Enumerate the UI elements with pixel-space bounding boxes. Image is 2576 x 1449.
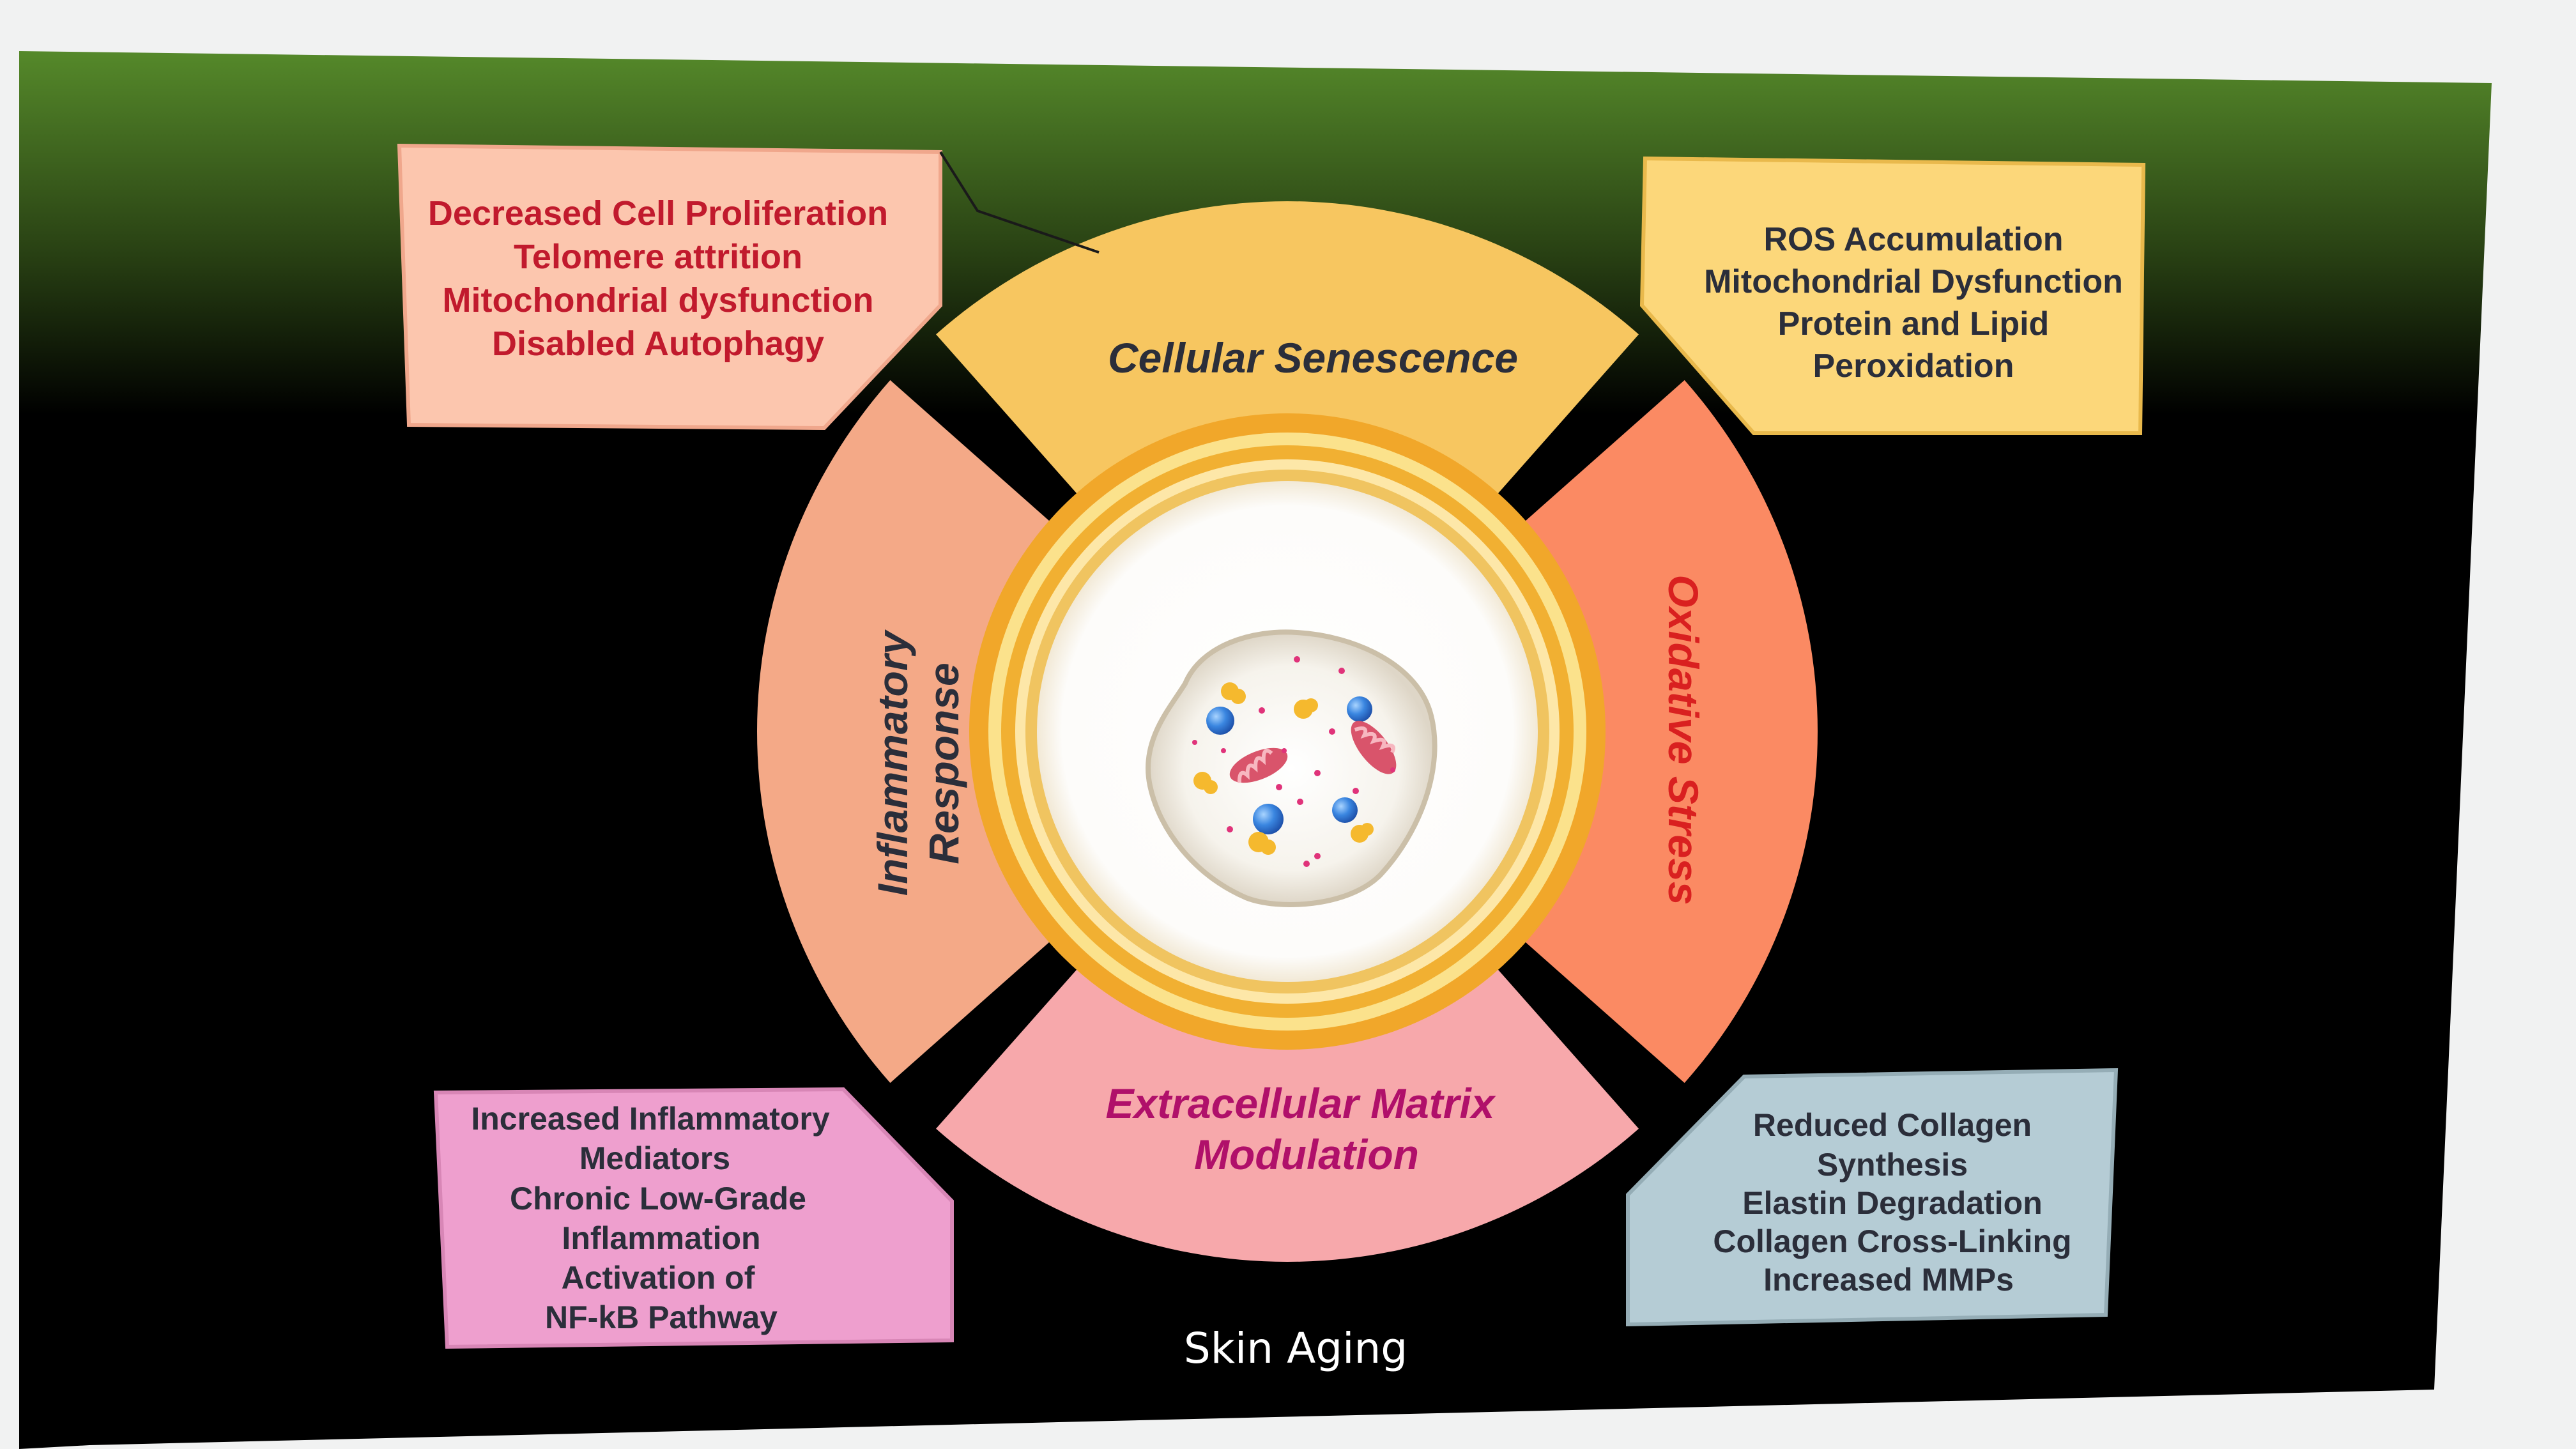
- segment-cellular-senescence: [936, 201, 1639, 502]
- organelle-blue-3: [1253, 804, 1284, 834]
- callout-bottom-left-shape: [433, 1087, 954, 1349]
- callout-top-left-line-2: Telomere attrition: [514, 238, 802, 276]
- callout-top-right-shape: [1639, 156, 2146, 435]
- inflammatory-label-line-1: Inflammatory: [869, 629, 916, 896]
- callout-bottom-right-line-4: Collagen Cross-Linking: [1713, 1223, 2071, 1259]
- callout-bottom-left-line-4: Inflammation: [562, 1220, 760, 1256]
- segment-label-extracellular-matrix: Extracellular Matrix Modulation: [1106, 1080, 1496, 1178]
- callout-bottom-left-line-3: Chronic Low-Grade: [510, 1181, 806, 1216]
- mitochondrion-1: [1229, 747, 1288, 783]
- organelle-blue-4: [1332, 797, 1358, 823]
- wheel: [757, 201, 1818, 1262]
- callout-top-right-line-3: Protein and Lipid: [1778, 305, 2050, 342]
- diagram-caption: Skin Aging: [1184, 1324, 1407, 1373]
- segment-inflammatory-response: [757, 380, 1058, 1083]
- segment-label-cellular-senescence: Cellular Senescence: [1108, 334, 1518, 381]
- mitochondrion-2: [1351, 721, 1397, 774]
- segment-label-oxidative-stress: Oxidative Stress: [1660, 574, 1707, 905]
- callout-bottom-right-line-1: Reduced Collagen: [1753, 1107, 2032, 1143]
- callout-bottom-left-line-2: Mediators: [579, 1140, 730, 1176]
- callout-bottom-left: Increased Inflammatory Mediators Chronic…: [433, 1087, 954, 1349]
- callout-bottom-right-shape: [1626, 1068, 2119, 1327]
- organelle-blue-2: [1347, 696, 1372, 722]
- callout-top-right-line-1: ROS Accumulation: [1763, 221, 2063, 258]
- callout-top-left-line-1: Decreased Cell Proliferation: [428, 194, 888, 233]
- ecm-label-line-2: Modulation: [1194, 1131, 1419, 1178]
- organelle-blue-1: [1206, 707, 1234, 735]
- pink-dots: [1192, 656, 1395, 867]
- cell-illustration: [1146, 629, 1438, 907]
- connector-top-left: [939, 151, 1100, 254]
- segment-oxidative-stress: [1517, 380, 1818, 1083]
- callout-top-left: Decreased Cell Proliferation Telomere at…: [397, 143, 942, 431]
- callout-bottom-left-line-1: Increased Inflammatory: [471, 1101, 830, 1137]
- callout-bottom-right-line-2: Synthesis: [1817, 1147, 1968, 1183]
- inflammatory-label-line-2: Response: [920, 663, 967, 864]
- callout-bottom-left-line-6: NF-kB Pathway: [545, 1300, 778, 1335]
- callout-top-left-shape: [397, 143, 942, 431]
- segment-extracellular-matrix: [936, 961, 1639, 1262]
- callout-top-right-line-2: Mitochondrial Dysfunction: [1704, 263, 2123, 300]
- callout-top-right-line-4: Peroxidation: [1813, 348, 2014, 385]
- segment-label-inflammatory-response: Inflammatory Response: [869, 629, 967, 896]
- yellow-particles: [1193, 682, 1374, 855]
- callout-top-left-line-4: Disabled Autophagy: [492, 325, 824, 363]
- callout-bottom-left-line-5: Activation of: [562, 1260, 755, 1296]
- callout-bottom-right-line-3: Elastin Degradation: [1742, 1185, 2043, 1221]
- callout-bottom-right: Reduced Collagen Synthesis Elastin Degra…: [1626, 1068, 2119, 1327]
- callout-top-left-line-3: Mitochondrial dysfunction: [443, 281, 874, 319]
- callout-top-right: ROS Accumulation Mitochondrial Dysfuncti…: [1639, 156, 2146, 435]
- callout-bottom-right-line-5: Increased MMPs: [1763, 1262, 2014, 1298]
- ecm-label-line-1: Extracellular Matrix: [1106, 1080, 1496, 1127]
